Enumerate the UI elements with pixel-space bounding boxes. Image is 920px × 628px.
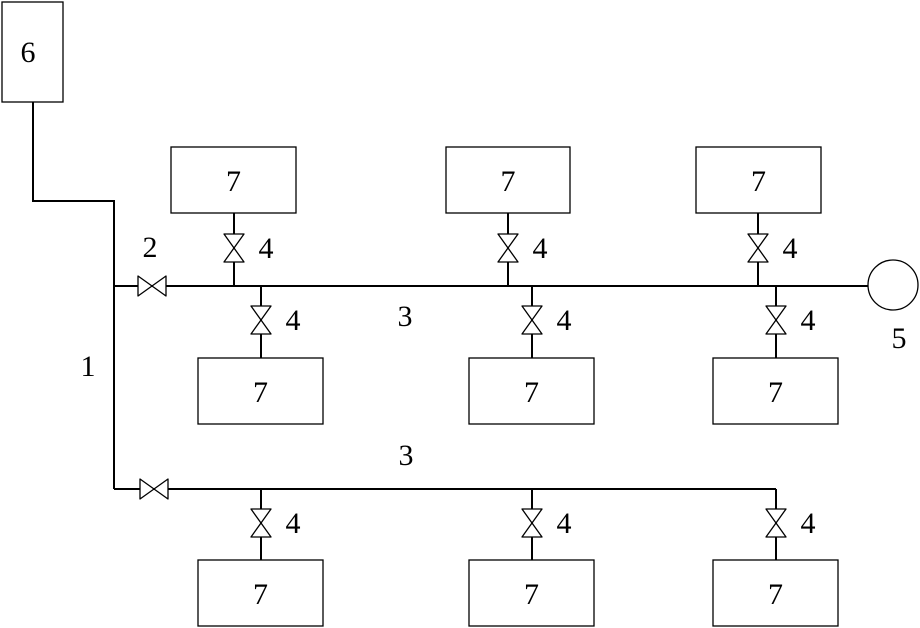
unit-box-2 xyxy=(445,146,571,214)
unit-label-9: 7 xyxy=(768,578,783,611)
source-box-6 xyxy=(1,1,64,103)
unit-label-4: 7 xyxy=(253,376,268,409)
branch-pipe-lower-label: 3 xyxy=(399,439,414,472)
unit-box-5 xyxy=(468,357,595,425)
unit-box-6 xyxy=(712,357,839,425)
branch-valve-label-5: 4 xyxy=(557,304,572,337)
branch-valve-9 xyxy=(765,508,787,538)
branch-valve-1 xyxy=(223,233,245,263)
branch-valve-7 xyxy=(250,508,272,538)
branch-valve-3 xyxy=(747,233,769,263)
unit-label-7: 7 xyxy=(253,578,268,611)
unit-box-4 xyxy=(197,357,324,425)
branch-valve-label-2: 4 xyxy=(533,232,548,265)
branch-valve-label-1: 4 xyxy=(259,232,274,265)
unit-box-8 xyxy=(468,559,595,627)
branch-valve-label-6: 4 xyxy=(801,304,816,337)
branch-valve-label-9: 4 xyxy=(801,507,816,540)
source-box-label: 6 xyxy=(21,36,36,69)
branch-valve-4 xyxy=(250,305,272,335)
branch-pipe-upper-label: 3 xyxy=(398,300,413,333)
pump-label: 5 xyxy=(892,322,907,355)
branch-valve-6 xyxy=(765,305,787,335)
branch-valve-label-8: 4 xyxy=(557,507,572,540)
unit-label-2: 7 xyxy=(501,165,516,198)
main-valve-label: 2 xyxy=(143,231,158,264)
branch-valve-2 xyxy=(497,233,519,263)
main-pipe-label: 1 xyxy=(81,350,96,383)
branch-valve-label-7: 4 xyxy=(286,507,301,540)
unit-label-1: 7 xyxy=(226,165,241,198)
main-valve-lower xyxy=(139,478,169,500)
branch-valve-8 xyxy=(521,508,543,538)
branch-valve-group: 4 4 4 4 4 4 4 4 4 xyxy=(223,213,816,560)
branch-valve-5 xyxy=(521,305,543,335)
unit-box-3 xyxy=(695,146,822,214)
main-pipe-1 xyxy=(32,102,115,489)
branch-valve-label-4: 4 xyxy=(286,304,301,337)
unit-label-6: 7 xyxy=(768,376,783,409)
branch-valve-label-3: 4 xyxy=(783,232,798,265)
unit-label-5: 7 xyxy=(524,376,539,409)
unit-label-3: 7 xyxy=(751,165,766,198)
unit-group: 7 7 7 7 7 7 7 7 7 xyxy=(170,146,839,627)
main-valve-upper xyxy=(137,275,167,297)
unit-box-1 xyxy=(170,146,297,214)
unit-box-7 xyxy=(197,559,324,627)
unit-label-8: 7 xyxy=(524,578,539,611)
pump-5 xyxy=(867,259,919,311)
